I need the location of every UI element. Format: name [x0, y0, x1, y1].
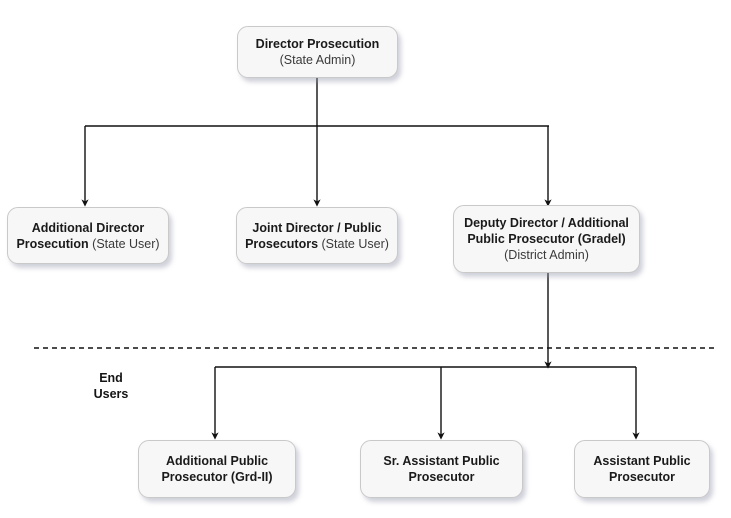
node-deputy-director-additional-public-prosecutor[interactable]: Deputy Director / Additional Public Pros…: [453, 205, 640, 273]
node-joint-director-public-prosecutors[interactable]: Joint Director / Public Prosecutors (Sta…: [236, 207, 398, 264]
node-sr-assistant-public-prosecutor[interactable]: Sr. Assistant Public Prosecutor: [360, 440, 523, 498]
node-joint-director-public-prosecutors-bold: Joint Director / Public Prosecutors: [245, 220, 382, 251]
node-deputy-director-additional-public-prosecutor-bold: Deputy Director / Additional Public Pros…: [464, 216, 629, 246]
end-users-label-line1: End: [99, 371, 123, 385]
node-sr-assistant-public-prosecutor-line2: Prosecutor: [408, 470, 475, 484]
node-director-prosecution-line2: (State Admin): [279, 53, 356, 67]
node-director-prosecution-line1: Director Prosecution: [255, 37, 380, 51]
node-additional-public-prosecutor-grade-2-line2: Prosecutor (Grd-II): [161, 470, 273, 484]
node-joint-director-public-prosecutors-muted: (State User): [321, 236, 389, 251]
node-additional-director-prosecution-text: Additional Director Prosecution (State U…: [16, 220, 160, 252]
node-additional-director-prosecution-muted: (State User): [92, 236, 160, 251]
node-additional-director-prosecution-bold: Additional Director Prosecution: [16, 220, 145, 251]
node-deputy-director-additional-public-prosecutor-muted: (District Admin): [504, 248, 589, 262]
node-sr-assistant-public-prosecutor-text: Sr. Assistant Public Prosecutor: [369, 453, 514, 485]
node-joint-director-public-prosecutors-text: Joint Director / Public Prosecutors (Sta…: [245, 220, 389, 252]
end-users-label: End Users: [79, 370, 143, 402]
node-additional-public-prosecutor-grade-2-text: Additional Public Prosecutor (Grd-II): [147, 453, 287, 485]
node-additional-public-prosecutor-grade-2[interactable]: Additional Public Prosecutor (Grd-II): [138, 440, 296, 498]
node-assistant-public-prosecutor-line1: Assistant Public: [593, 454, 691, 468]
node-assistant-public-prosecutor[interactable]: Assistant Public Prosecutor: [574, 440, 710, 498]
node-director-prosecution-text: Director Prosecution (State Admin): [246, 36, 389, 68]
node-assistant-public-prosecutor-line2: Prosecutor: [609, 470, 675, 484]
node-additional-director-prosecution[interactable]: Additional Director Prosecution (State U…: [7, 207, 169, 264]
node-deputy-director-additional-public-prosecutor-text: Deputy Director / Additional Public Pros…: [462, 215, 631, 263]
node-assistant-public-prosecutor-text: Assistant Public Prosecutor: [583, 453, 701, 485]
node-sr-assistant-public-prosecutor-line1: Sr. Assistant Public: [383, 454, 500, 468]
end-users-label-line2: Users: [93, 387, 129, 401]
node-additional-public-prosecutor-grade-2-line1: Additional Public: [165, 454, 269, 468]
node-director-prosecution[interactable]: Director Prosecution (State Admin): [237, 26, 398, 78]
